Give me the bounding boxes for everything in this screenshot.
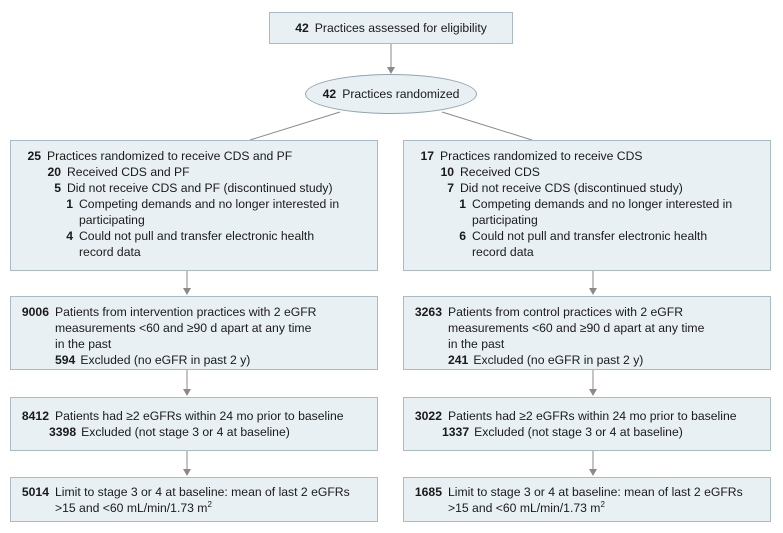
left-patients-count: 9006 xyxy=(21,305,49,319)
left-arm-reason2-line2: record data xyxy=(79,245,141,259)
left-arm-reason2-line1: Could not pull and transfer electronic h… xyxy=(79,229,315,243)
right-limit-line2: >15 and <60 mL/min/1.73 m2 xyxy=(448,500,605,516)
right-arm-reason1-line1: Competing demands and no longer interest… xyxy=(472,197,733,211)
left-patients-line3: in the past xyxy=(55,337,112,351)
randomized-ellipse: 42 Practices randomized xyxy=(305,74,477,114)
right-had-box: 3022 Patients had ≥2 eGFRs within 24 mo … xyxy=(403,397,771,451)
left-patients-excluded-count: 594 xyxy=(55,353,76,367)
left-limit-count: 5014 xyxy=(21,485,49,499)
right-limit-box: 1685 Limit to stage 3 or 4 at baseline: … xyxy=(403,477,771,522)
right-patients-count: 3263 xyxy=(414,305,442,319)
right-patients-line3: in the past xyxy=(448,337,505,351)
left-limit-box: 5014 Limit to stage 3 or 4 at baseline: … xyxy=(10,477,378,522)
left-arm-main-count: 25 xyxy=(27,149,41,163)
left-had-excluded-count: 3398 xyxy=(49,425,77,439)
right-limit-count: 1685 xyxy=(414,485,442,499)
left-arm-received-label: Received CDS and PF xyxy=(67,165,190,179)
left-limit-superscript: 2 xyxy=(207,499,212,509)
left-limit-line2: >15 and <60 mL/min/1.73 m2 xyxy=(55,500,212,516)
randomized-label: Practices randomized xyxy=(342,87,460,101)
right-patients-excluded-label: Excluded (no eGFR in past 2 y) xyxy=(473,353,644,367)
right-arm-main-label: Practices randomized to receive CDS xyxy=(440,149,643,163)
right-arm-reason2-count: 6 xyxy=(459,229,466,243)
right-had-excluded-label: Excluded (not stage 3 or 4 at baseline) xyxy=(474,425,683,439)
connector-randomized-to-right xyxy=(441,111,533,141)
left-patients-box: 9006 Patients from intervention practice… xyxy=(10,296,378,370)
left-arm-reason1-line1: Competing demands and no longer interest… xyxy=(79,197,340,211)
randomized-count: 42 xyxy=(322,87,337,101)
left-arm-notreceived-count: 5 xyxy=(54,181,61,195)
right-arm-reason1-line2: participating xyxy=(472,213,538,227)
right-had-excluded-count: 1337 xyxy=(442,425,470,439)
right-arm-notreceived-count: 7 xyxy=(447,181,454,195)
connector-randomized-to-left xyxy=(249,111,341,141)
right-limit-superscript: 2 xyxy=(600,499,605,509)
right-arm-main-count: 17 xyxy=(420,149,434,163)
left-arm-reason1-line2: participating xyxy=(79,213,145,227)
eligibility-label: Practices assessed for eligibility xyxy=(314,21,487,35)
right-limit-line2-text: >15 and <60 mL/min/1.73 m xyxy=(448,501,601,515)
left-patients-line2: measurements <60 and ≥90 d apart at any … xyxy=(55,321,312,335)
eligibility-count: 42 xyxy=(295,21,309,35)
right-arm-received-label: Received CDS xyxy=(460,165,540,179)
right-patients-line2: measurements <60 and ≥90 d apart at any … xyxy=(448,321,705,335)
left-arm-received-count: 20 xyxy=(47,165,61,179)
left-had-label: Patients had ≥2 eGFRs within 24 mo prior… xyxy=(55,409,344,423)
right-patients-box: 3263 Patients from control practices wit… xyxy=(403,296,771,370)
left-arm-reason1-count: 1 xyxy=(66,197,73,211)
right-arm-received-count: 10 xyxy=(440,165,454,179)
right-had-label: Patients had ≥2 eGFRs within 24 mo prior… xyxy=(448,409,737,423)
left-had-excluded-label: Excluded (not stage 3 or 4 at baseline) xyxy=(81,425,290,439)
left-limit-line1: Limit to stage 3 or 4 at baseline: mean … xyxy=(55,485,350,499)
left-arm-reason2-count: 4 xyxy=(66,229,73,243)
right-patients-excluded-count: 241 xyxy=(448,353,469,367)
right-arm-reason2-line2: record data xyxy=(472,245,534,259)
left-limit-line2-text: >15 and <60 mL/min/1.73 m xyxy=(55,501,208,515)
right-had-count: 3022 xyxy=(414,409,442,423)
right-arm-notreceived-label: Did not receive CDS (discontinued study) xyxy=(460,181,683,195)
right-arm-reason1-count: 1 xyxy=(459,197,466,211)
left-had-count: 8412 xyxy=(21,409,49,423)
left-had-box: 8412 Patients had ≥2 eGFRs within 24 mo … xyxy=(10,397,378,451)
left-patients-line1: Patients from intervention practices wit… xyxy=(55,305,317,319)
right-arm-reason2-line1: Could not pull and transfer electronic h… xyxy=(472,229,708,243)
right-patients-line1: Patients from control practices with 2 e… xyxy=(448,305,684,319)
left-arm-box: 25 Practices randomized to receive CDS a… xyxy=(10,140,378,271)
left-arm-main-label: Practices randomized to receive CDS and … xyxy=(47,149,293,163)
right-arm-box: 17 Practices randomized to receive CDS 1… xyxy=(403,140,771,271)
right-limit-line1: Limit to stage 3 or 4 at baseline: mean … xyxy=(448,485,743,499)
eligibility-box: 42 Practices assessed for eligibility xyxy=(269,12,513,44)
left-patients-excluded-label: Excluded (no eGFR in past 2 y) xyxy=(80,353,251,367)
left-arm-notreceived-label: Did not receive CDS and PF (discontinued… xyxy=(67,181,333,195)
